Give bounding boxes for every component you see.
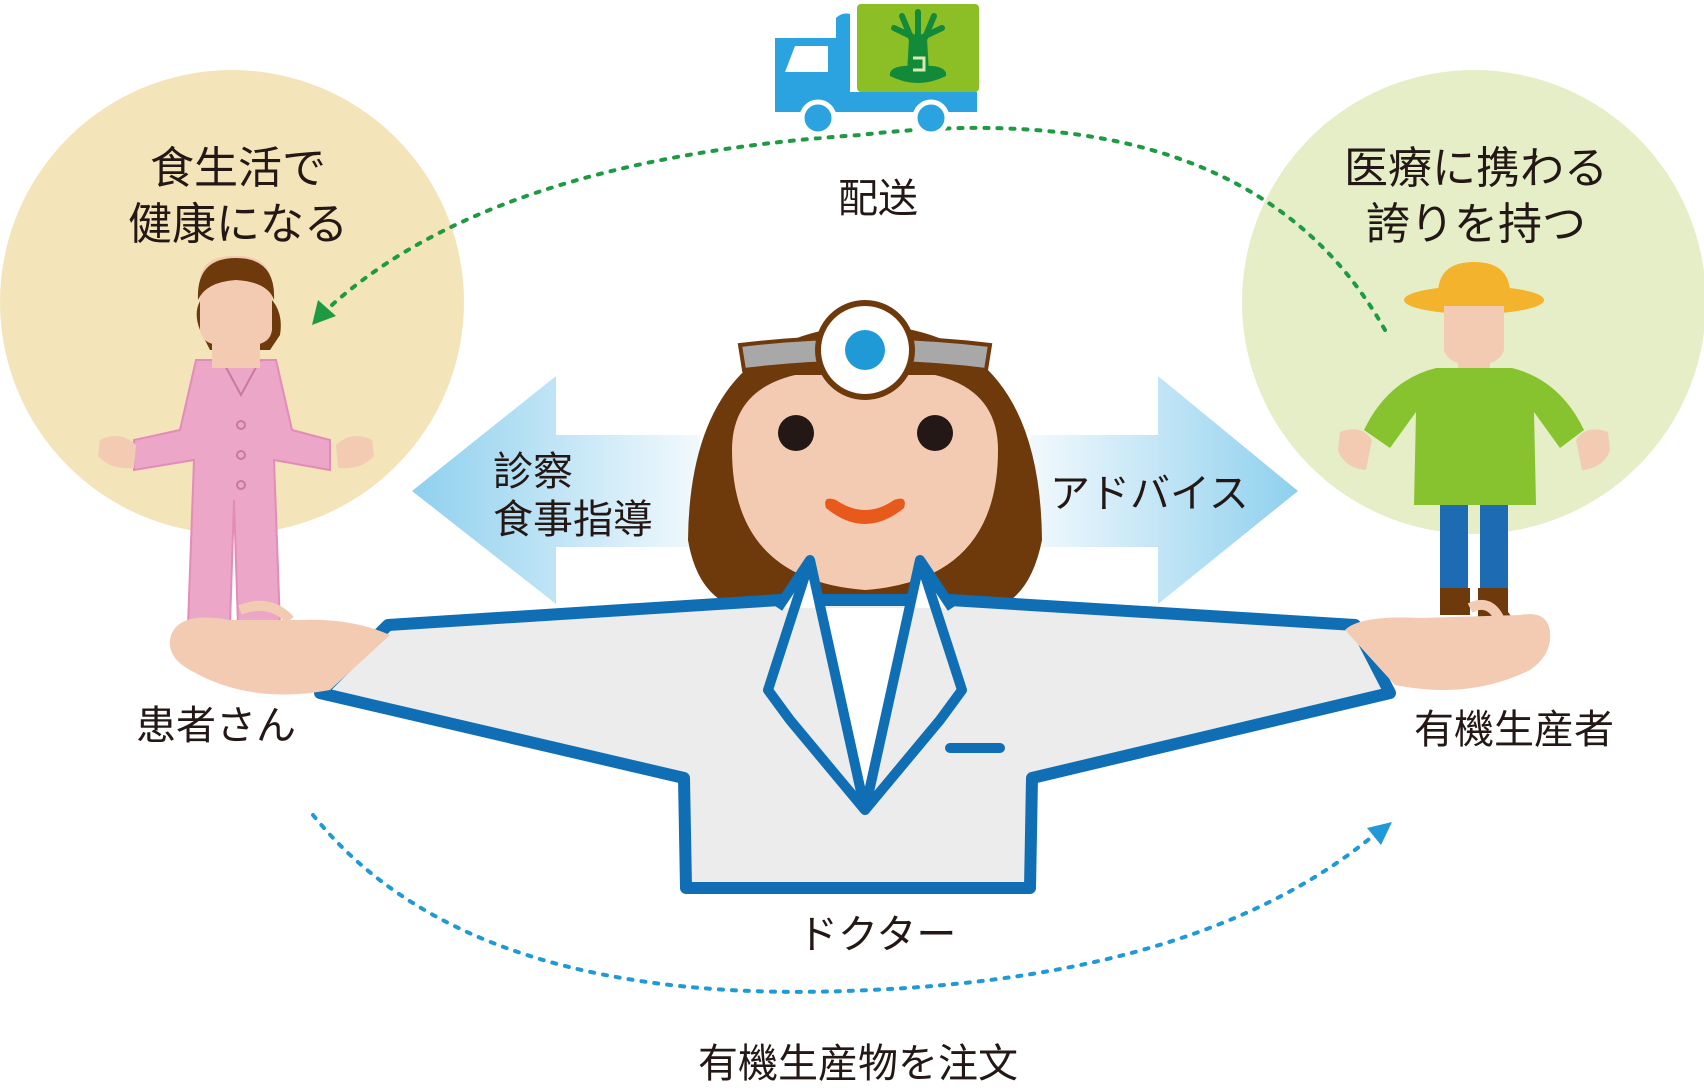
delivery-label: 配送 [838,176,918,222]
order-arrowhead [1367,822,1392,845]
patient-goal-line1: 食生活で [150,143,326,194]
truck-icon [775,4,979,137]
order-label: 有機生産物を注文 [698,1041,1018,1087]
producer-goal-line2: 誇りを持つ [1366,199,1586,250]
arrow-to-producer [1030,376,1298,604]
patient-name: 患者さん [136,703,296,749]
to-patient-label-line2: 食事指導 [493,497,653,543]
producer-goal-line1: 医療に携わる [1344,143,1608,194]
doctor-figure [169,300,1551,894]
delivery-arrow [316,125,1387,332]
to-patient-label-line1: 診察 [493,449,573,495]
doctor-name: ドクター [798,912,957,958]
order-arrow [311,813,1382,994]
producer-name: 有機生産者 [1414,707,1614,753]
to-producer-label: アドバイス [1050,471,1249,517]
patient-goal-line2: 健康になる [128,199,348,250]
patient-figure [98,255,374,640]
delivery-arrowhead [312,300,336,325]
arrow-to-patient [412,376,700,604]
